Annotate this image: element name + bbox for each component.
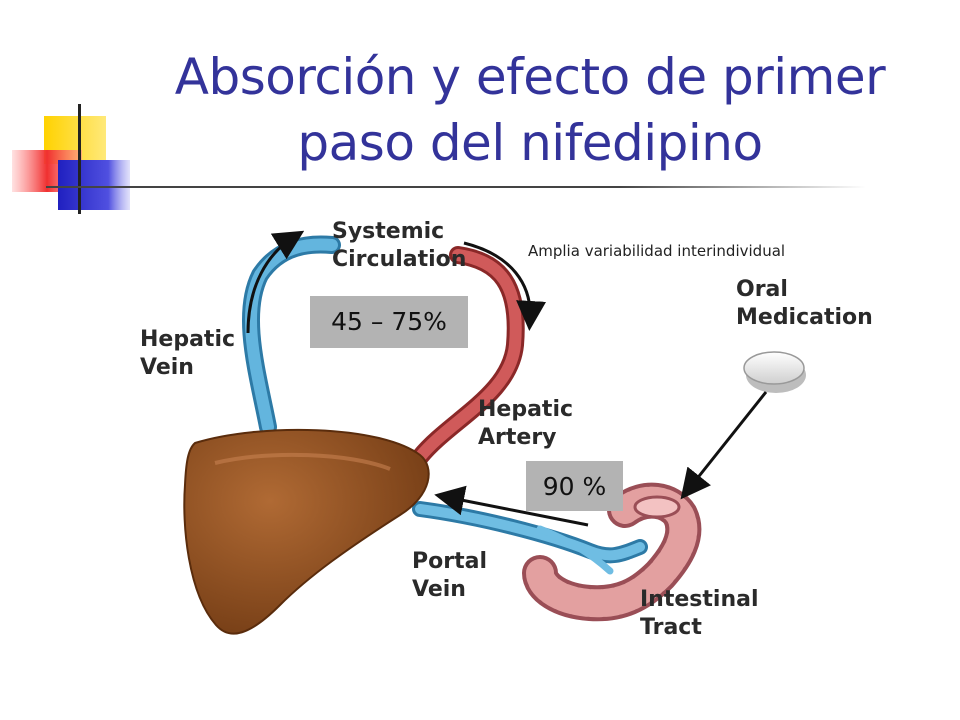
- label-hepatic-artery: Hepatic Artery: [478, 397, 574, 450]
- oral-dose-arrow: [680, 391, 768, 500]
- label-hepatic-vein: Hepatic Vein: [140, 327, 236, 380]
- liver-shape: [183, 428, 430, 635]
- intestine-shape: [522, 482, 702, 622]
- title-line-2: paso del nifedipino: [297, 114, 763, 172]
- circulation-diagram: [183, 230, 806, 635]
- slide-title: Absorción y efecto de primer paso del ni…: [120, 44, 940, 176]
- slide-decoration: [12, 104, 130, 214]
- label-oral-medication: Oral Medication: [736, 277, 873, 330]
- label-portal-vein: Portal Vein: [412, 549, 487, 602]
- arrow-from-systemic: [463, 241, 547, 331]
- arrow-to-systemic: [246, 230, 305, 334]
- title-underline: [46, 186, 866, 188]
- label-systemic-circulation: Systemic Circulation: [332, 219, 467, 272]
- intestinal-percentage-badge: 90 %: [526, 461, 623, 511]
- systemic-percentage-badge: 45 – 75%: [310, 296, 468, 348]
- title-line-1: Absorción y efecto de primer: [174, 48, 886, 106]
- pill-shape: [743, 351, 806, 393]
- label-intestinal-tract: Intestinal Tract: [640, 587, 759, 640]
- variability-note: Amplia variabilidad interindividual: [528, 242, 786, 260]
- portal-flow-arrow: [434, 485, 589, 527]
